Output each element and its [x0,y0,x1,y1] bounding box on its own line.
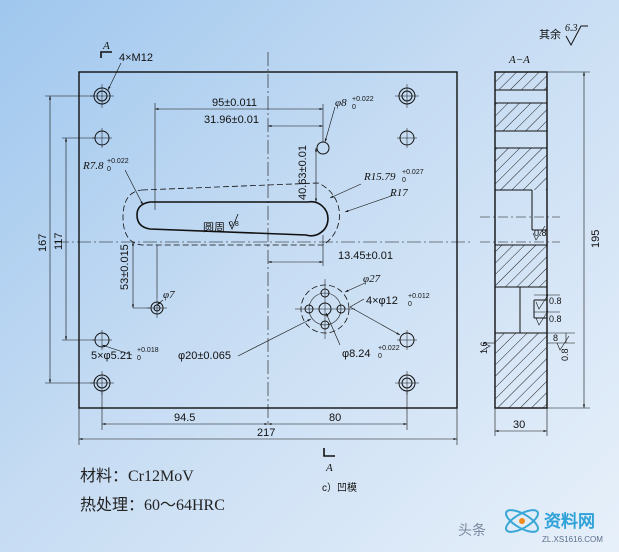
dim-r7-8-tol: +0.022 [107,158,129,165]
dim-167: 167 [37,234,49,252]
dim-5-phi5-21-tol-zero: 0 [137,355,141,362]
circumference-label: 圆周 [203,221,225,234]
threads-label: 4×M12 [119,52,153,64]
dim-117: 117 [53,232,65,250]
dim-phi8: φ8 [335,97,347,109]
dim-217: 217 [257,427,275,439]
watermark-url: ZL.XS1616.COM [542,535,603,544]
section-title: A−A [508,54,530,66]
section-rough-1: 0.8 [534,228,547,238]
section-labels: 其余 6.3 A−A 195 30 0.8 0.8 0.8 0.8 8 1.6 [479,23,602,431]
dim-phi20: φ20±0.065 [178,350,231,362]
top-view-labels: A 4×M12 95±0.011 31.96±0.01 40.63±0.01 φ… [37,40,430,494]
section-rough-4: 0.8 [560,348,570,361]
watermark-prefix: 头条 [458,522,486,538]
tear-drop-cavity [136,200,329,237]
section-mark-bottom: A [325,462,333,474]
dim-r15-79: R15.79 [363,171,396,183]
section-view [479,25,590,436]
central-hole-pattern [295,279,355,339]
dim-5-phi5-21: 5×φ5.21 [91,350,132,362]
dim-phi8-24-tol: +0.022 [378,345,400,352]
drawing-caption: c）凹模 [322,482,357,494]
section-depth-8: 8 [553,333,558,343]
watermark-brand: 资料网 [544,511,595,531]
section-rough-3: 0.8 [549,314,562,324]
dim-r17: R17 [389,187,408,199]
dim-13-45: 13.45±0.01 [338,250,393,262]
dim-phi8-tol: +0.022 [352,96,374,103]
heat-treatment-note: 热处理：60～64HRC [80,496,225,514]
material-note: 材料：Cr12MoV [80,467,194,485]
dim-r15-79-tol: +0.027 [402,169,424,176]
section-rough-left: 1.6 [479,341,489,354]
cavity-relief-outline [122,182,340,246]
dim-r15-79-tol-zero: 0 [402,177,406,184]
roughness-label: 其余 [539,27,561,41]
dim-phi7: φ7 [163,289,175,301]
hole-group [93,87,416,392]
dim-phi27: φ27 [363,273,381,285]
dimension-lines [45,62,458,445]
roughness-value: 6.3 [565,23,578,34]
dim-31-96: 31.96±0.01 [204,114,259,126]
section-rough-2: 0.8 [549,296,562,306]
watermark: 头条 资料网 ZL.XS1616.COM [458,509,603,544]
dim-phi8-24-tol-zero: 0 [378,353,382,360]
section-dim-195: 195 [590,230,602,248]
dim-80: 80 [329,412,341,424]
dim-r7-8: R7.8 [82,160,104,172]
dim-phi8-tol-zero: 0 [352,104,356,111]
dim-r7-8-tol-zero: 0 [107,166,111,173]
dim-4-phi12-tol: +0.012 [408,293,430,300]
top-view [45,51,470,457]
dim-4-phi12: 4×φ12 [366,295,398,307]
dim-40-63: 40.63±0.01 [297,145,309,200]
circumference-roughness: 0.8 [229,221,239,228]
dim-5-phi5-21-tol: +0.018 [137,347,159,354]
dim-4-phi12-tol-zero: 0 [408,301,412,308]
atom-logo-icon [505,509,539,533]
dim-phi8-24: φ8.24 [342,348,371,360]
section-dim-30: 30 [513,419,525,431]
dim-95: 95±0.011 [212,97,257,109]
section-mark-top: A [102,40,110,52]
dim-94-5: 94.5 [174,412,195,424]
dim-53: 53±0.015 [119,244,131,290]
